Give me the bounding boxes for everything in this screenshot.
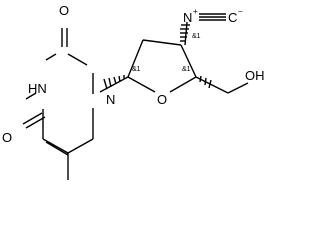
atom-c-isocyanide: C <box>228 10 237 25</box>
bond-lines <box>22 13 249 180</box>
atom-o-upper: O <box>59 3 69 18</box>
atom-o-lower: O <box>2 130 12 145</box>
charge-plus: + <box>193 7 198 16</box>
stereo-label-c3: &1 <box>192 33 201 40</box>
hashed-wedge-bonds <box>103 24 212 90</box>
atom-o-ring: O <box>157 92 167 107</box>
stereo-labels: &1 &1 &1 <box>132 33 201 73</box>
atom-nh: HN <box>28 81 47 96</box>
atom-n1: N <box>106 92 115 107</box>
stereo-label-c4: &1 <box>182 66 191 73</box>
atom-n-isocyanide: N <box>183 10 192 25</box>
atom-labels: O HN O N O OH N + C − <box>2 3 265 145</box>
atom-oh: OH <box>245 68 265 83</box>
structure-diagram: O HN O N O OH N + C − &1 &1 &1 <box>2 3 265 180</box>
charge-minus: − <box>238 7 243 16</box>
stereo-label-c1: &1 <box>132 66 141 73</box>
